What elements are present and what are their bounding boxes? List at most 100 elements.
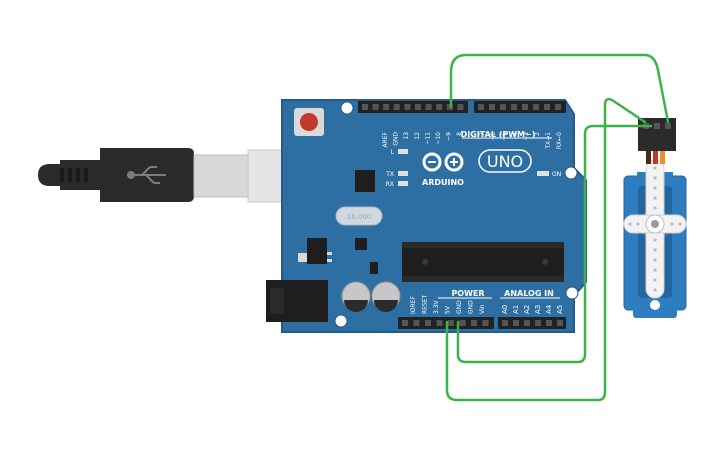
analog-label: ANALOG IN xyxy=(504,289,554,298)
pin-hole[interactable] xyxy=(436,320,443,326)
digital-label: DIGITAL (PWM~) xyxy=(461,130,536,139)
pin-hole[interactable] xyxy=(478,104,484,110)
pin-hole[interactable] xyxy=(500,104,506,110)
pin-hole[interactable] xyxy=(535,320,541,326)
bottom-pin-holes xyxy=(402,320,563,326)
pin-hole[interactable] xyxy=(413,320,420,326)
pin-hole[interactable] xyxy=(482,320,489,326)
analog-pin-label: A5 xyxy=(556,305,564,314)
pin-hole[interactable] xyxy=(362,104,368,110)
digital-pin-label: RX←0 xyxy=(556,132,563,149)
wire-5v[interactable] xyxy=(445,97,647,402)
pin-hole[interactable] xyxy=(471,320,477,326)
servo-horn[interactable] xyxy=(623,159,687,299)
horn-hole xyxy=(653,206,657,210)
horn-hole xyxy=(636,222,640,226)
horn-hole xyxy=(678,222,682,226)
pin-hole[interactable] xyxy=(436,104,443,110)
pin-hole[interactable] xyxy=(555,104,561,110)
digital-pin-label: ~9 xyxy=(446,132,453,141)
power-pin-label: 5V xyxy=(445,305,452,314)
usb-interface-chip xyxy=(355,170,375,192)
digital-pin-label: 2 xyxy=(534,132,541,136)
analog-pin-label: A0 xyxy=(501,305,509,314)
led-tx-label: TX xyxy=(385,171,394,178)
pin-hole[interactable] xyxy=(502,320,508,326)
pin-hole[interactable] xyxy=(544,104,550,110)
arduino-logo-text: ARDUINO xyxy=(422,178,464,187)
crystal-label: 16.000 xyxy=(347,213,372,221)
pin-hole[interactable] xyxy=(383,104,390,110)
horn-hole xyxy=(653,268,657,272)
horn-hole xyxy=(653,166,657,170)
analog-pin-label: A3 xyxy=(534,305,542,314)
pin-hole[interactable] xyxy=(425,104,432,110)
smd-component xyxy=(370,262,378,274)
power-label: POWER xyxy=(451,289,484,298)
digital-pin-label: 4 xyxy=(512,132,519,136)
pin-hole[interactable] xyxy=(415,104,421,110)
analog-pin-label: A2 xyxy=(523,305,531,314)
power-pin-label: 3.3V xyxy=(433,299,440,314)
pin-hole[interactable] xyxy=(533,104,539,110)
power-pin-label: GND xyxy=(456,300,463,314)
usb-symbol-icon xyxy=(127,166,166,184)
horn-hole xyxy=(670,222,674,226)
horn-hole xyxy=(653,288,657,292)
horn-hole xyxy=(628,222,632,226)
pin-hole[interactable] xyxy=(404,104,411,110)
digital-pin-label: AREF xyxy=(382,131,389,147)
horn-hole xyxy=(653,248,657,252)
digital-pin-label: ~10 xyxy=(435,132,442,145)
arduino-logo-icon xyxy=(422,152,464,172)
pin-hole[interactable] xyxy=(557,320,563,326)
digital-pin-label: 8 xyxy=(456,132,463,136)
pin-hole[interactable] xyxy=(457,104,464,110)
digital-pin-label: ~6 xyxy=(490,132,497,141)
horn-hole xyxy=(653,278,657,282)
pin-hole[interactable] xyxy=(372,104,379,110)
pin-hole[interactable] xyxy=(513,320,519,326)
horn-hole xyxy=(653,258,657,262)
horn-hole xyxy=(653,186,657,190)
voltage-regulator xyxy=(298,238,332,264)
power-jack[interactable] xyxy=(266,280,328,322)
analog-pin-label: A1 xyxy=(512,305,520,314)
pin-hole[interactable] xyxy=(489,104,495,110)
wire-signal[interactable] xyxy=(449,53,670,124)
pin-hole[interactable] xyxy=(459,320,466,326)
wire-gnd[interactable] xyxy=(456,124,653,364)
crystal-oscillator: 16.000 xyxy=(335,206,383,226)
pin-hole[interactable] xyxy=(425,320,431,326)
digital-pin-label: 7 xyxy=(479,132,486,136)
pin-hole[interactable] xyxy=(393,104,400,110)
horn-hole xyxy=(653,176,657,180)
digital-pin-label: ~3 xyxy=(523,132,530,141)
digital-pin-label: ~11 xyxy=(424,132,431,145)
analog-pin-label: A4 xyxy=(545,304,553,314)
digital-pin-label: 13 xyxy=(403,132,410,140)
digital-pin-label: ~5 xyxy=(501,132,508,141)
pin-hole[interactable] xyxy=(546,320,552,326)
board-model: UNO xyxy=(487,152,523,171)
reset-button[interactable] xyxy=(294,108,324,136)
digital-pin-label: 12 xyxy=(414,132,421,140)
pin-hole[interactable] xyxy=(524,320,530,326)
pin-hole[interactable] xyxy=(511,104,517,110)
led-l-label: L xyxy=(391,149,395,156)
power-pin-label: Vin xyxy=(479,304,486,314)
pin-hole[interactable] xyxy=(522,104,528,110)
digital-pin-label: GND xyxy=(393,132,400,146)
power-pin-label: IOREF xyxy=(410,296,417,314)
servo-motor-icon[interactable] xyxy=(623,118,687,318)
servo-connector[interactable] xyxy=(638,118,676,151)
horn-hole xyxy=(653,238,657,242)
pin-hole[interactable] xyxy=(402,320,408,326)
pin-hole[interactable] xyxy=(448,320,454,326)
led-on-label: ON xyxy=(552,171,561,178)
